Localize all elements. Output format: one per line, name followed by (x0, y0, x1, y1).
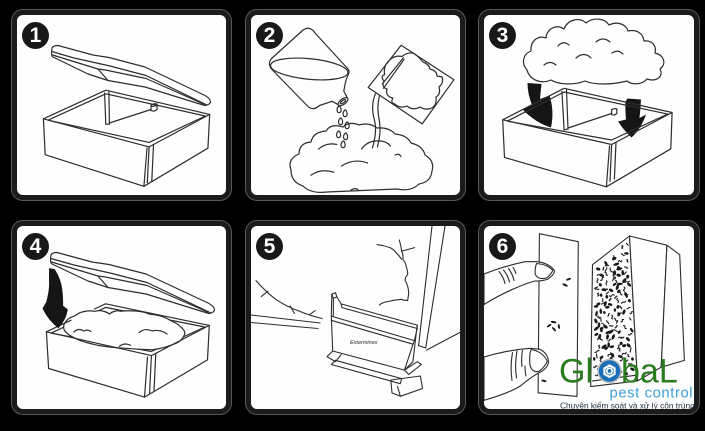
svg-text:Gl: Gl (559, 353, 593, 391)
svg-text:Exterminex: Exterminex (350, 340, 378, 346)
svg-text:pest control: pest control (610, 386, 694, 402)
svg-text:baL: baL (621, 353, 678, 391)
svg-text:Chuyên kiểm soát và xử lý côn: Chuyên kiểm soát và xử lý côn trùng (560, 401, 695, 411)
